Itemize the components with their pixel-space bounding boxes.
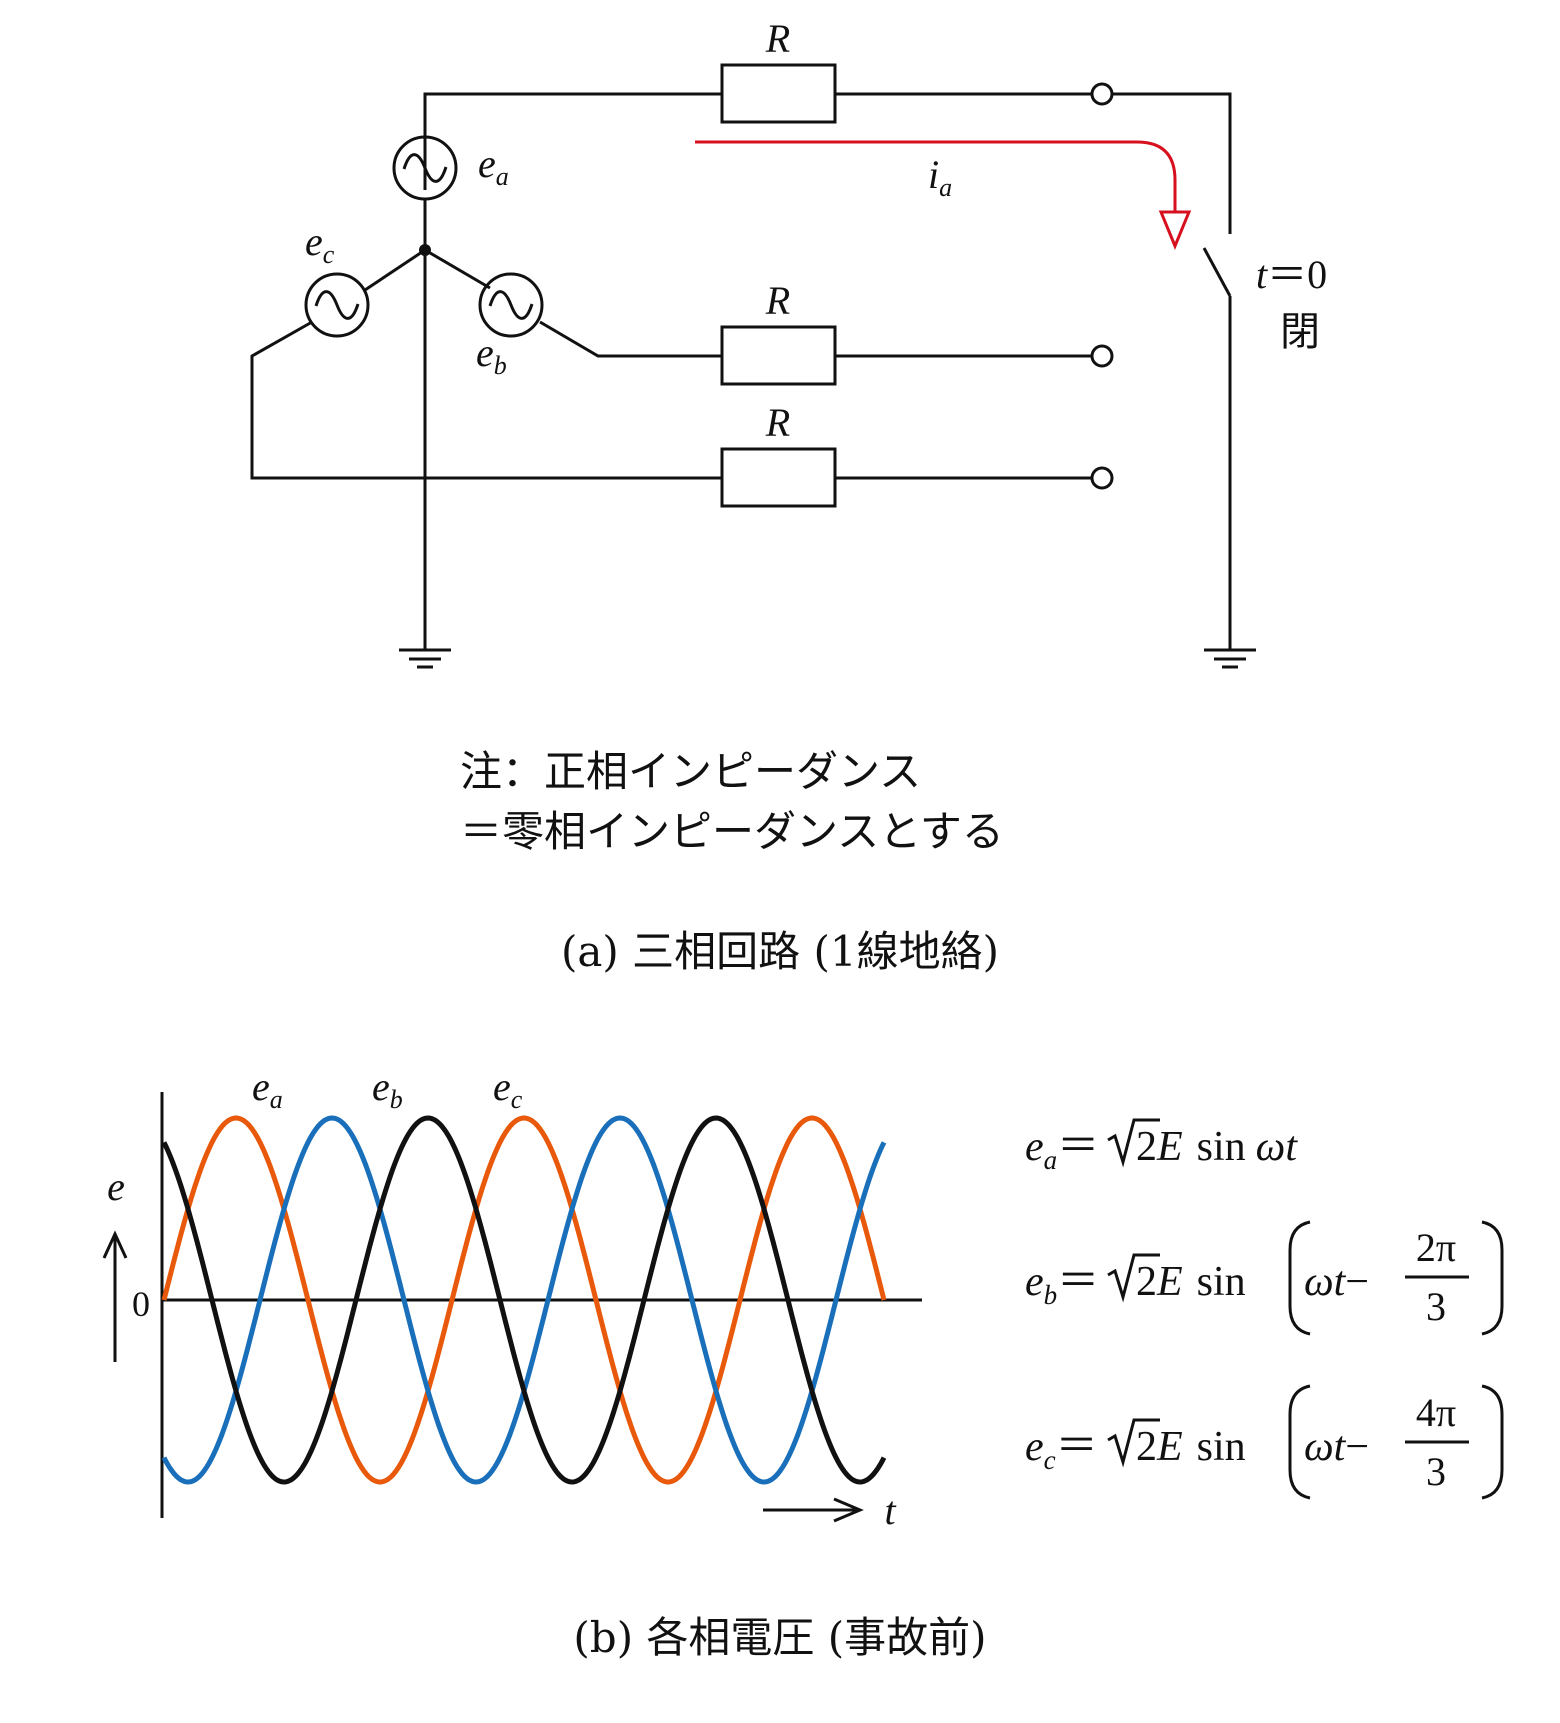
svg-text:ec＝: ec＝ — [1025, 1424, 1098, 1475]
resistor-c — [720, 447, 837, 508]
series-label-ec: ec — [493, 1064, 523, 1114]
sine-glyph-c-icon — [314, 290, 360, 320]
note-line-2: ＝零相インピーダンスとする — [460, 807, 1004, 856]
wire-b-neutral — [424, 248, 491, 290]
terminal-c — [1090, 466, 1114, 490]
wire-b — [539, 320, 722, 358]
sine-glyph-a-icon — [402, 153, 448, 183]
three-phase-circuit: R R R ea ec eb ia t＝0 閉 注：正相インピーダンス ＝零相イ… — [250, 16, 1327, 976]
wire-switch-top — [1112, 92, 1232, 234]
left-paren-icon — [1288, 1384, 1311, 1500]
right-paren-icon — [1481, 1384, 1504, 1500]
switch-blade — [1202, 247, 1232, 297]
current-label: ia — [928, 152, 952, 202]
wire-c — [250, 320, 722, 480]
svg-text:3: 3 — [1426, 1284, 1446, 1329]
svg-text:eb＝: eb＝ — [1025, 1259, 1099, 1310]
switch-state-label: 閉 — [1280, 309, 1320, 355]
terminal-a — [1090, 82, 1114, 106]
ground-symbol-left — [399, 648, 451, 669]
sqrt-icon — [1107, 1253, 1160, 1303]
ground-symbol-right — [1204, 648, 1256, 669]
source-label-b: eb — [476, 330, 507, 380]
y-arrow-head-icon — [102, 1230, 128, 1259]
series-label-eb: eb — [372, 1064, 403, 1114]
y-axis-label: e — [107, 1164, 125, 1209]
source-label-a: ea — [478, 141, 509, 191]
ac-source-c-icon — [304, 272, 370, 338]
sqrt-icon — [1107, 1418, 1160, 1468]
svg-text:ea＝: ea＝ — [1025, 1124, 1099, 1175]
series-line-ec — [161, 1115, 887, 1485]
switch-time-label: t＝0 — [1256, 252, 1327, 297]
sqrt-icon — [1107, 1118, 1160, 1168]
left-paren-icon — [1288, 1220, 1311, 1336]
resistor-label-c: R — [765, 400, 790, 445]
series-label-ea: ea — [252, 1064, 283, 1114]
svg-text:4π: 4π — [1416, 1390, 1456, 1435]
x-axis-label: t — [884, 1488, 896, 1533]
current-arrowhead-icon — [1158, 210, 1192, 250]
resistor-label-b: R — [765, 278, 790, 323]
zero-label: 0 — [132, 1284, 150, 1324]
caption-a: (a) 三相回路 (1線地絡) — [561, 927, 999, 976]
caption-b: (b) 各相電圧 (事故前) — [573, 1613, 986, 1662]
svg-text:3: 3 — [1426, 1449, 1446, 1494]
note-line-1: 注：正相インピーダンス — [460, 747, 921, 796]
sine-glyph-b-icon — [488, 290, 534, 320]
wire-c-neutral — [364, 248, 426, 292]
ac-source-b-icon — [478, 272, 544, 338]
phase-voltage-chart: e 0 t ea eb ec (b) 各相電圧 (事故前) — [102, 1064, 987, 1662]
svg-text:ωt−: ωt− — [1304, 1424, 1369, 1470]
resistor-label-a: R — [765, 16, 790, 61]
resistor-a — [720, 63, 837, 124]
svg-text:ωt−: ωt− — [1304, 1259, 1369, 1305]
right-paren-icon — [1481, 1220, 1504, 1336]
terminal-b — [1090, 344, 1114, 368]
wire-a-top — [423, 92, 722, 190]
resistor-b — [720, 325, 837, 386]
source-label-c: ec — [305, 219, 335, 269]
x-arrow-head-icon — [833, 1497, 864, 1523]
current-path-arrow — [695, 140, 1177, 212]
svg-text:2π: 2π — [1416, 1225, 1456, 1270]
